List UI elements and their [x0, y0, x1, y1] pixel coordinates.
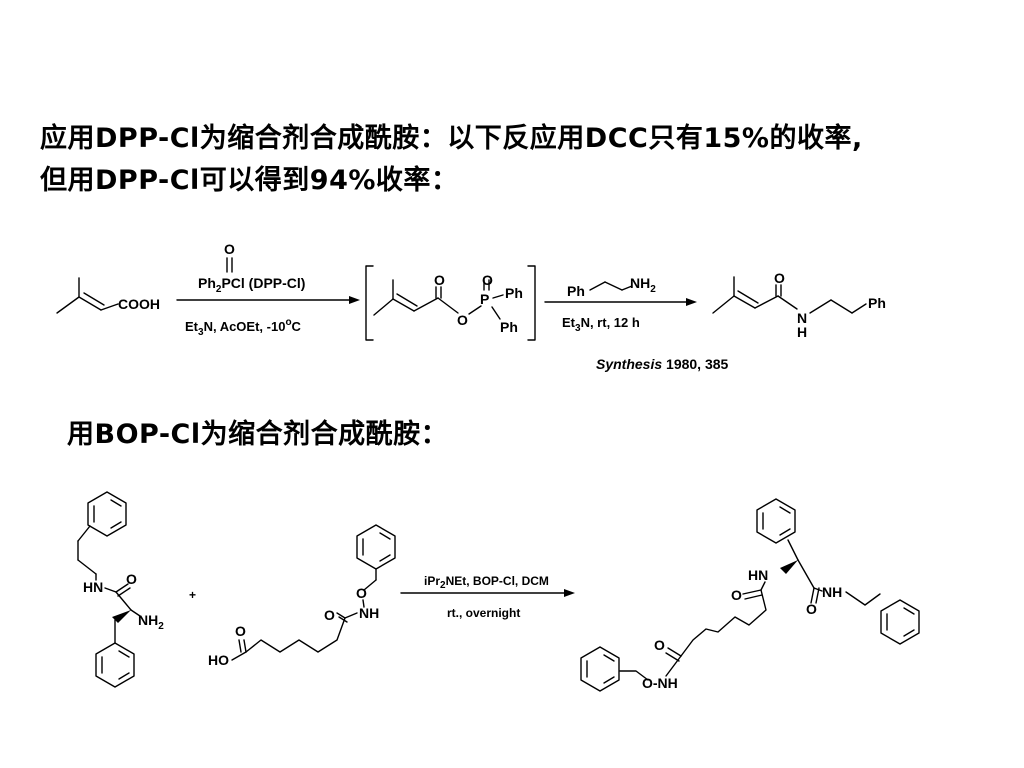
inter-phenyl-1: Ph: [505, 285, 523, 301]
reagent-formula: Ph2PCl (DPP-Cl): [198, 275, 305, 295]
amine-phenyl: Ph: [567, 283, 585, 299]
amine-nh2: NH2: [630, 275, 656, 295]
benzene-ring-product-right: [880, 599, 920, 645]
reagents-bop-cl: iPr2NEt, BOP-Cl, DCM: [424, 574, 549, 591]
propyl-chain: [845, 591, 881, 606]
amide-oxygen-label: O: [126, 571, 137, 587]
inter-phosphorus: P: [480, 291, 489, 307]
arrowhead-3: [564, 589, 575, 597]
conditions-step-1: Et3N, AcOEt, -10oC: [185, 317, 302, 338]
hydroxylamine-oxygen: O: [356, 585, 367, 601]
amine-reactant: HN O NH2: [77, 491, 164, 688]
bracket-left: [365, 265, 374, 341]
starting-acid: COOH: [56, 277, 160, 314]
cooh-label: COOH: [118, 296, 160, 312]
product-peptide: HN O NH O O O-NH: [580, 498, 920, 692]
acid-carbonyl-oxygen: O: [235, 623, 246, 639]
inter-phenyl-2: Ph: [500, 319, 518, 335]
product-carbonyl-o-right: O: [806, 601, 817, 617]
product-alkyl-chain: [680, 589, 767, 657]
product-o-nh-label: O-NH: [642, 675, 678, 691]
product-hn-label: HN: [748, 567, 768, 583]
plus-sign: +: [189, 588, 196, 602]
reaction-2-scheme: HN O NH2 +: [77, 491, 920, 692]
alkyl-chain: [245, 617, 346, 653]
amide-oxygen-acid: O: [324, 607, 335, 623]
arrowhead-1: [349, 296, 360, 304]
inter-carbonyl-o: O: [434, 272, 445, 288]
benzene-ring-product-left: [580, 646, 620, 692]
benzene-ring-bottom: [95, 642, 135, 688]
acid-ho-label: HO: [208, 652, 229, 668]
amine-nh2-label: NH2: [138, 612, 164, 632]
citation: Synthesis 1980, 385: [596, 356, 729, 372]
inter-bridge-o: O: [457, 312, 468, 328]
reaction-1-scheme: COOH O Ph2PCl (DPP-Cl) Et3N, AcOEt, -10o…: [56, 241, 886, 372]
product-nitrogen: N: [797, 310, 807, 326]
heading-dpp-cl-line2: 但用DPP-Cl可以得到94%收率：: [40, 165, 459, 196]
benzyl-linker: [619, 670, 649, 681]
stereo-wedge: [112, 610, 131, 623]
heading-dpp-cl-line1: 应用DPP-Cl为缩合剂合成酰胺：以下反应用DCC只有15%的收率,: [40, 123, 863, 154]
stereo-wedge-product: [780, 560, 798, 574]
arrowhead-2: [686, 298, 697, 306]
bracket-right: [527, 265, 536, 341]
conditions-step-2: Et3N, rt, 12 h: [562, 315, 640, 334]
amide-hn-label: HN: [83, 579, 103, 595]
benzene-ring-top: [87, 491, 127, 537]
acid-reactant: O NH O O HO: [208, 524, 396, 668]
product-carbonyl-o-bottom: O: [654, 637, 665, 653]
heading-bop-cl: 用BOP-Cl为缩合剂合成酰胺：: [67, 419, 449, 450]
intermediate-mixed-anhydride: O O P O Ph Ph: [365, 265, 536, 341]
product-phenyl: Ph: [868, 295, 886, 311]
benzene-ring-product-top: [756, 498, 796, 544]
reagent-oxygen: O: [224, 241, 235, 257]
product-amide: O N H Ph: [712, 270, 886, 340]
reagent-dpp-cl: O Ph2PCl (DPP-Cl): [198, 241, 305, 295]
inter-p-oxygen: O: [482, 272, 493, 288]
reagent-phenethylamine: Ph NH2: [567, 275, 656, 299]
product-carbonyl-o: O: [774, 270, 785, 286]
product-nh-hydrogen: H: [797, 324, 807, 340]
product-nh-label: NH: [822, 584, 842, 600]
conditions-overnight: rt., overnight: [447, 606, 520, 620]
product-carbonyl-o-left: O: [731, 587, 742, 603]
hydroxylamine-nh: NH: [359, 605, 379, 621]
